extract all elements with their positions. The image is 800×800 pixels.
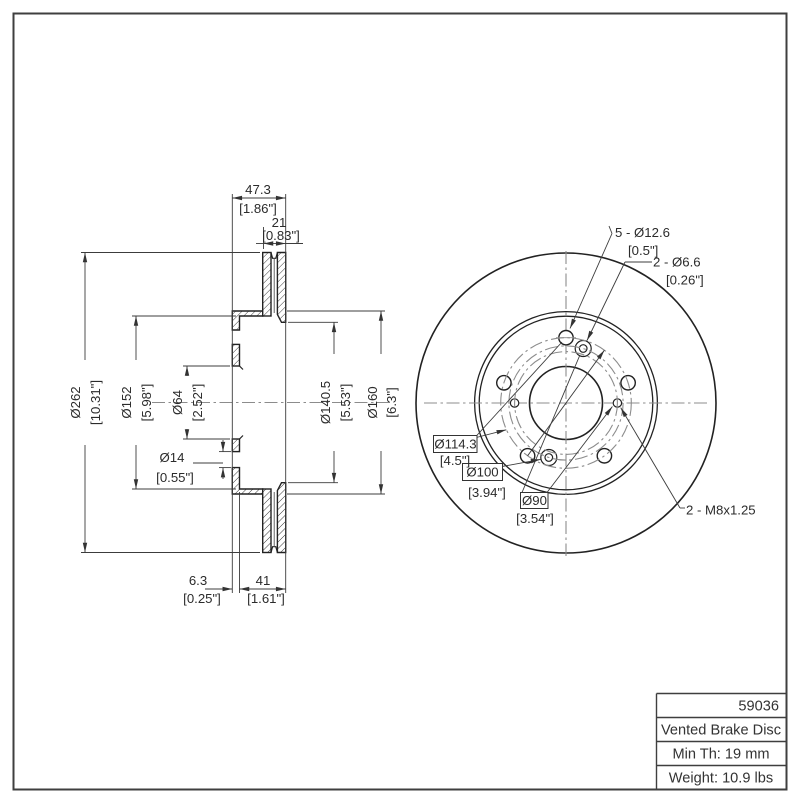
hat-upper-below-lughole: [231, 343, 241, 367]
dim-hat-wall-mm: 6.3: [189, 573, 207, 588]
section-dimension-labels: 47.3 [1.86"] 21 [0.83"] Ø262 [10.31"] Ø1…: [68, 182, 399, 606]
screw-circle-box: [462, 463, 503, 481]
thread-circle-label-in: [3.54"]: [516, 511, 554, 526]
thread-circle-90: [514, 351, 618, 455]
reference-boxes: [433, 435, 549, 509]
section-details: [239, 252, 278, 553]
dim-plates-in: [0.83"]: [262, 228, 300, 243]
hat-lower-above-screwhole: [231, 438, 241, 453]
dim-width-in: [1.86"]: [239, 201, 277, 216]
screw-circle-label-mm: Ø100: [466, 465, 498, 480]
screw-circle-100: [508, 345, 624, 461]
lug-holes-leader: [569, 233, 613, 329]
dim-hat-dia-mm: Ø152: [119, 386, 134, 418]
thread-circle-leader: [546, 406, 613, 493]
extension-lines: [81, 194, 385, 593]
thread-spec-label: 2 - M8x1.25: [686, 503, 756, 518]
screw-holes-label-mm: 2 - Ø6.6: [653, 255, 701, 270]
screw-holes-label-in: [0.26"]: [666, 273, 704, 288]
vent-notch-bottom: [270, 546, 278, 553]
dim-screw-hole-in: [0.55"]: [156, 470, 194, 485]
outer-plate-lower: [276, 482, 287, 554]
front-view-labels: 5 - Ø12.6 [0.5"] 2 - Ø6.6 [0.26"] Ø114.3…: [434, 225, 755, 526]
outer-plate-upper: [276, 251, 287, 323]
thread-spec-leader: [620, 407, 681, 509]
part-number: 59036: [738, 699, 779, 715]
dim-bore-dia-mm: Ø64: [170, 390, 185, 415]
dim-hat-wall-in: [0.25"]: [183, 591, 221, 606]
bolt-circle-114: [500, 337, 632, 469]
dimension-lines: [82, 195, 384, 592]
leader-lines: [475, 225, 685, 509]
lug-leader-tick: [608, 225, 613, 234]
bolt-circle-link-line: [475, 341, 563, 437]
dim-width-mm: 47.3: [245, 182, 271, 197]
bore-chamfer-lower: [239, 435, 244, 440]
dim-friction-inner-mm: Ø140.5: [318, 381, 333, 424]
dim-hat-outer-in: [6.3"]: [384, 387, 399, 417]
part-description: Vented Brake Disc: [661, 723, 781, 739]
vent-notch-top: [270, 252, 278, 259]
lug-holes-label-in: [0.5"]: [628, 243, 658, 258]
bore-chamfer-upper: [239, 365, 244, 370]
dim-outer-dia-mm: Ø262: [68, 386, 83, 418]
inner-plate-upper: [262, 251, 272, 317]
bolt-circle-box: [433, 435, 478, 453]
title-block: 59036 Vented Brake Disc Min Th: 19 mm We…: [655, 692, 787, 790]
bolt-circle-leader: [476, 429, 507, 438]
dim-friction-inner-in: [5.53"]: [338, 384, 353, 422]
hat-upper-above-lughole: [231, 310, 264, 331]
min-thickness: Min Th: 19 mm: [672, 747, 769, 763]
screw-holes-leader: [586, 261, 626, 341]
set-screw-hole-upper: [578, 344, 588, 353]
dim-hat-outer-mm: Ø160: [365, 386, 380, 418]
hat-lower-below-screwhole: [231, 466, 264, 495]
dim-plates-mm: 21: [272, 215, 287, 230]
thread-circle-box: [520, 492, 549, 509]
dim-outer-dia-in: [10.31"]: [88, 380, 103, 425]
front-view: 5 - Ø12.6 [0.5"] 2 - Ø6.6 [0.26"] Ø114.3…: [415, 225, 756, 556]
lug-holes-label-mm: 5 - Ø12.6: [615, 225, 670, 240]
screw-hole-link-line: [521, 355, 580, 493]
thread-circle-label-mm: Ø90: [522, 493, 547, 508]
dim-screw-hole-mm: Ø14: [160, 450, 185, 465]
screw-circle-leader: [501, 458, 541, 467]
sheet-border: [12, 12, 788, 791]
bolt-circle-diameter-line: [527, 349, 605, 457]
bolt-circle-label-mm: Ø114.3: [434, 437, 476, 452]
inner-plate-lower: [262, 488, 272, 554]
dim-bore-dia-in: [2.52"]: [190, 384, 205, 422]
screw-circle-label-in: [3.94"]: [468, 485, 506, 500]
bolt-circle-label-in: [4.5"]: [440, 453, 470, 468]
section-material: [231, 251, 287, 554]
dim-hat-depth-mm: 41: [256, 573, 271, 588]
section-view: 47.3 [1.86"] 21 [0.83"] Ø262 [10.31"] Ø1…: [68, 182, 399, 606]
title-block-grid: [655, 692, 787, 790]
lug-hole-bottom-right: [596, 447, 613, 464]
weight: Weight: 10.9 lbs: [669, 771, 773, 787]
dim-hat-depth-in: [1.61"]: [247, 591, 285, 606]
bolt-circle-centerlines: [500, 337, 632, 469]
dim-hat-dia-in: [5.98"]: [139, 384, 154, 422]
